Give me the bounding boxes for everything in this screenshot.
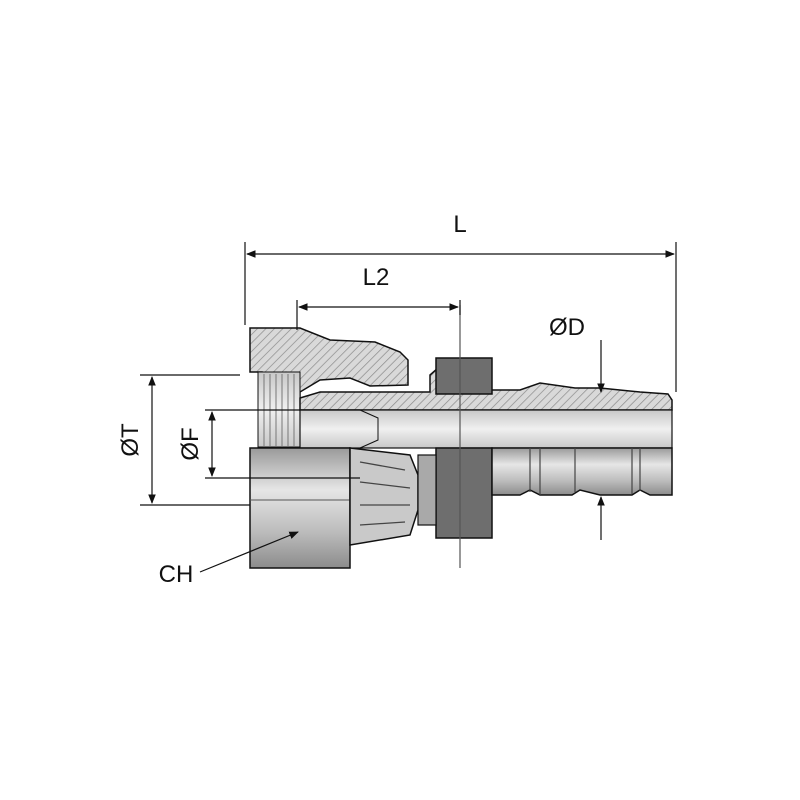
dimension-f <box>205 409 360 479</box>
label-l: L <box>453 211 466 238</box>
tail-section-upper <box>299 367 673 411</box>
label-d: ØD <box>549 314 585 341</box>
label-ch: CH <box>159 561 194 588</box>
label-t: ØT <box>117 423 144 457</box>
collar-neck <box>417 454 437 526</box>
collar-lower <box>435 447 493 539</box>
dimension-t <box>140 374 250 506</box>
dimension-l2 <box>296 300 461 330</box>
collar-upper <box>435 357 493 395</box>
barb-lines <box>529 448 641 495</box>
label-l2: L2 <box>363 264 390 291</box>
dimension-l <box>244 242 677 392</box>
leader-ch <box>199 531 299 573</box>
bore-channel <box>299 409 673 449</box>
fitting-body <box>249 327 673 569</box>
hose-tail-lower <box>491 447 673 496</box>
label-f: ØF <box>177 427 204 460</box>
ferrule-slots <box>359 461 411 526</box>
bore-step <box>359 409 379 449</box>
hex-nut-lower <box>249 447 351 569</box>
